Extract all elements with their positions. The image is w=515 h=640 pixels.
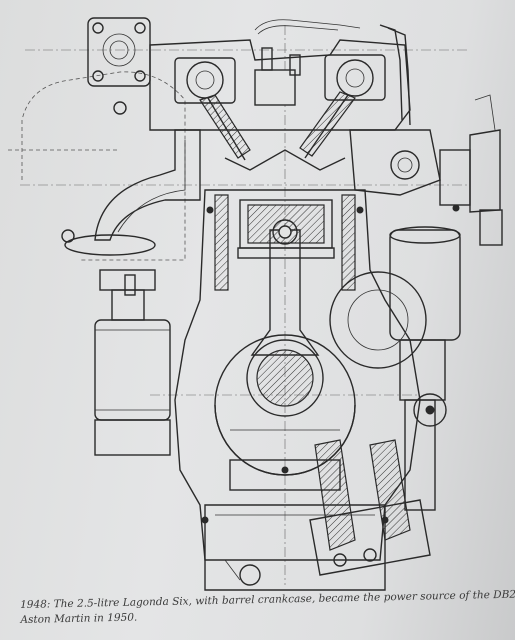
bolts: [201, 204, 460, 524]
cylinder-head: [149, 19, 411, 131]
exhaust-manifold: [349, 94, 503, 246]
inlet-manifold: [61, 129, 201, 256]
front-cover-plate: [87, 17, 151, 115]
oil-pump: [309, 439, 431, 576]
air-cleaner-outline: [8, 71, 186, 261]
sump: [204, 504, 386, 591]
distributor: [329, 226, 461, 511]
oil-filter: [94, 269, 171, 456]
valves: [199, 91, 356, 171]
